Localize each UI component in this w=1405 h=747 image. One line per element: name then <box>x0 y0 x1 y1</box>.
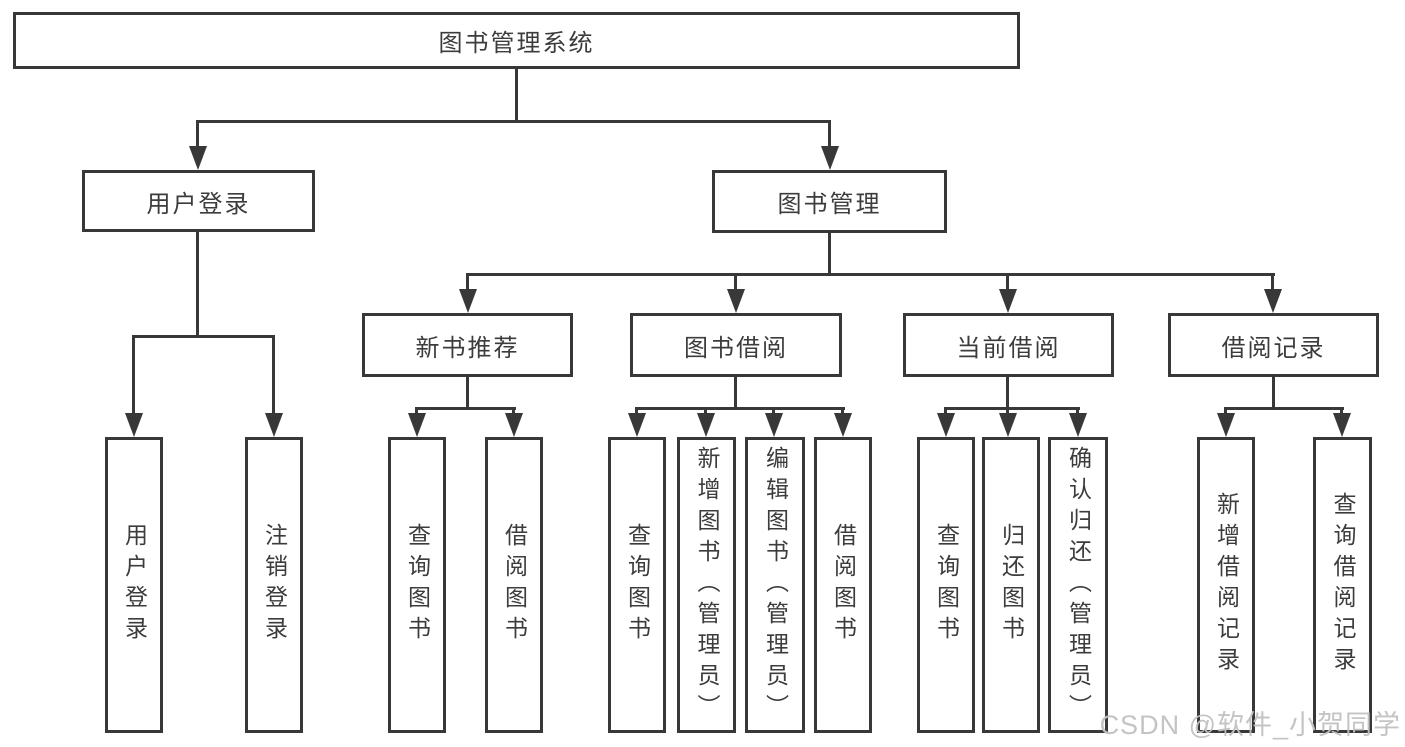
node-book-management: 图书管理 <box>712 170 947 233</box>
leaf-user-login: 用户登录 <box>105 437 163 733</box>
node-current-borrow: 当前借阅 <box>903 313 1114 377</box>
node-user-login: 用户登录 <box>82 170 315 232</box>
leaf-bb-borrow-books: 借阅图书 <box>814 437 872 733</box>
arrow-to-logout-leaf <box>272 335 275 413</box>
leaf-bb-query-books: 查询图书 <box>608 437 666 733</box>
leaf-cb-return-books-label: 归还图书 <box>998 523 1025 647</box>
connector-level2-branch <box>196 120 831 123</box>
connector-user-login-stem <box>196 232 199 335</box>
arrow-cb-return <box>1006 407 1009 413</box>
node-book-borrow: 图书借阅 <box>630 313 842 377</box>
connector-new-book-branch <box>415 407 516 410</box>
connector-borrow-records-branch <box>1224 407 1344 410</box>
node-user-login-label: 用户登录 <box>146 190 251 218</box>
arrow-to-book-borrow <box>734 273 737 289</box>
node-root: 图书管理系统 <box>13 12 1020 69</box>
arrow-bb-add <box>704 407 707 413</box>
leaf-cb-query-books: 查询图书 <box>917 437 975 733</box>
leaf-cb-confirm-return-admin: 确认归还（管理员） <box>1048 437 1108 733</box>
leaf-cb-confirm-return-admin-label: 确认归还（管理员） <box>1065 445 1092 725</box>
arrow-to-borrow-records <box>1271 273 1274 289</box>
connector-book-borrow-branch <box>635 407 845 410</box>
connector-new-book-stem <box>466 377 469 407</box>
leaf-bb-add-books-admin-label: 新增图书（管理员） <box>694 445 720 725</box>
node-borrow-records-label: 借阅记录 <box>1221 334 1326 362</box>
connector-current-borrow-stem <box>1006 377 1009 407</box>
node-current-borrow-label: 当前借阅 <box>956 334 1061 362</box>
leaf-bb-edit-books-admin-label: 编辑图书（管理员） <box>762 445 789 725</box>
arrow-bb-query <box>635 407 638 413</box>
node-new-book-recommend-label: 新书推荐 <box>415 334 520 362</box>
leaf-bb-add-books-admin: 新增图书（管理员） <box>677 437 736 733</box>
leaf-bb-edit-books-admin: 编辑图书（管理员） <box>745 437 805 733</box>
arrow-rec-add <box>1224 407 1227 413</box>
arrow-bb-edit <box>772 407 775 413</box>
arrow-cb-query <box>944 407 947 413</box>
leaf-nb-query-books: 查询图书 <box>388 437 446 733</box>
leaf-rec-query-record-label: 查询借阅记录 <box>1330 492 1356 678</box>
connector-borrow-records-stem <box>1272 377 1275 407</box>
node-book-borrow-label: 图书借阅 <box>684 334 788 362</box>
connector-book-borrow-stem <box>734 377 737 407</box>
leaf-cb-return-books: 归还图书 <box>982 437 1040 733</box>
leaf-bb-borrow-books-label: 借阅图书 <box>830 523 857 647</box>
node-new-book-recommend: 新书推荐 <box>362 313 573 377</box>
node-borrow-records: 借阅记录 <box>1168 313 1379 377</box>
leaf-user-login-label: 用户登录 <box>121 523 148 647</box>
arrow-nb-borrow <box>512 407 515 413</box>
arrow-to-user-login <box>196 120 199 146</box>
connector-level3-branch <box>466 273 1275 276</box>
leaf-bb-query-books-label: 查询图书 <box>624 523 651 647</box>
arrow-to-user-login-leaf <box>132 335 135 413</box>
leaf-logout: 注销登录 <box>245 437 303 733</box>
leaf-nb-borrow-books: 借阅图书 <box>485 437 543 733</box>
leaf-nb-borrow-books-label: 借阅图书 <box>501 523 528 647</box>
arrow-nb-query <box>415 407 418 413</box>
node-root-label: 图书管理系统 <box>438 30 595 57</box>
node-book-management-label: 图书管理 <box>777 191 882 218</box>
leaf-cb-query-books-label: 查询图书 <box>933 523 960 647</box>
connector-book-management-stem <box>828 233 831 273</box>
arrow-to-new-book <box>466 273 469 289</box>
arrow-cb-confirm <box>1076 407 1079 413</box>
connector-user-login-branch <box>132 335 275 338</box>
leaf-logout-label: 注销登录 <box>261 523 288 647</box>
csdn-watermark: CSDN @软件_小贺同学 <box>1099 710 1401 740</box>
leaf-rec-add-record-label: 新增借阅记录 <box>1213 492 1240 678</box>
arrow-to-book-management <box>828 120 831 146</box>
arrow-bb-borrow <box>841 407 844 413</box>
arrow-to-current-borrow <box>1006 273 1009 289</box>
connector-root-stem <box>515 69 518 120</box>
leaf-nb-query-books-label: 查询图书 <box>404 523 431 647</box>
connector-current-borrow-branch <box>944 407 1080 410</box>
arrow-rec-query <box>1340 407 1343 413</box>
leaf-rec-add-record: 新增借阅记录 <box>1197 437 1255 733</box>
leaf-rec-query-record: 查询借阅记录 <box>1313 437 1372 733</box>
